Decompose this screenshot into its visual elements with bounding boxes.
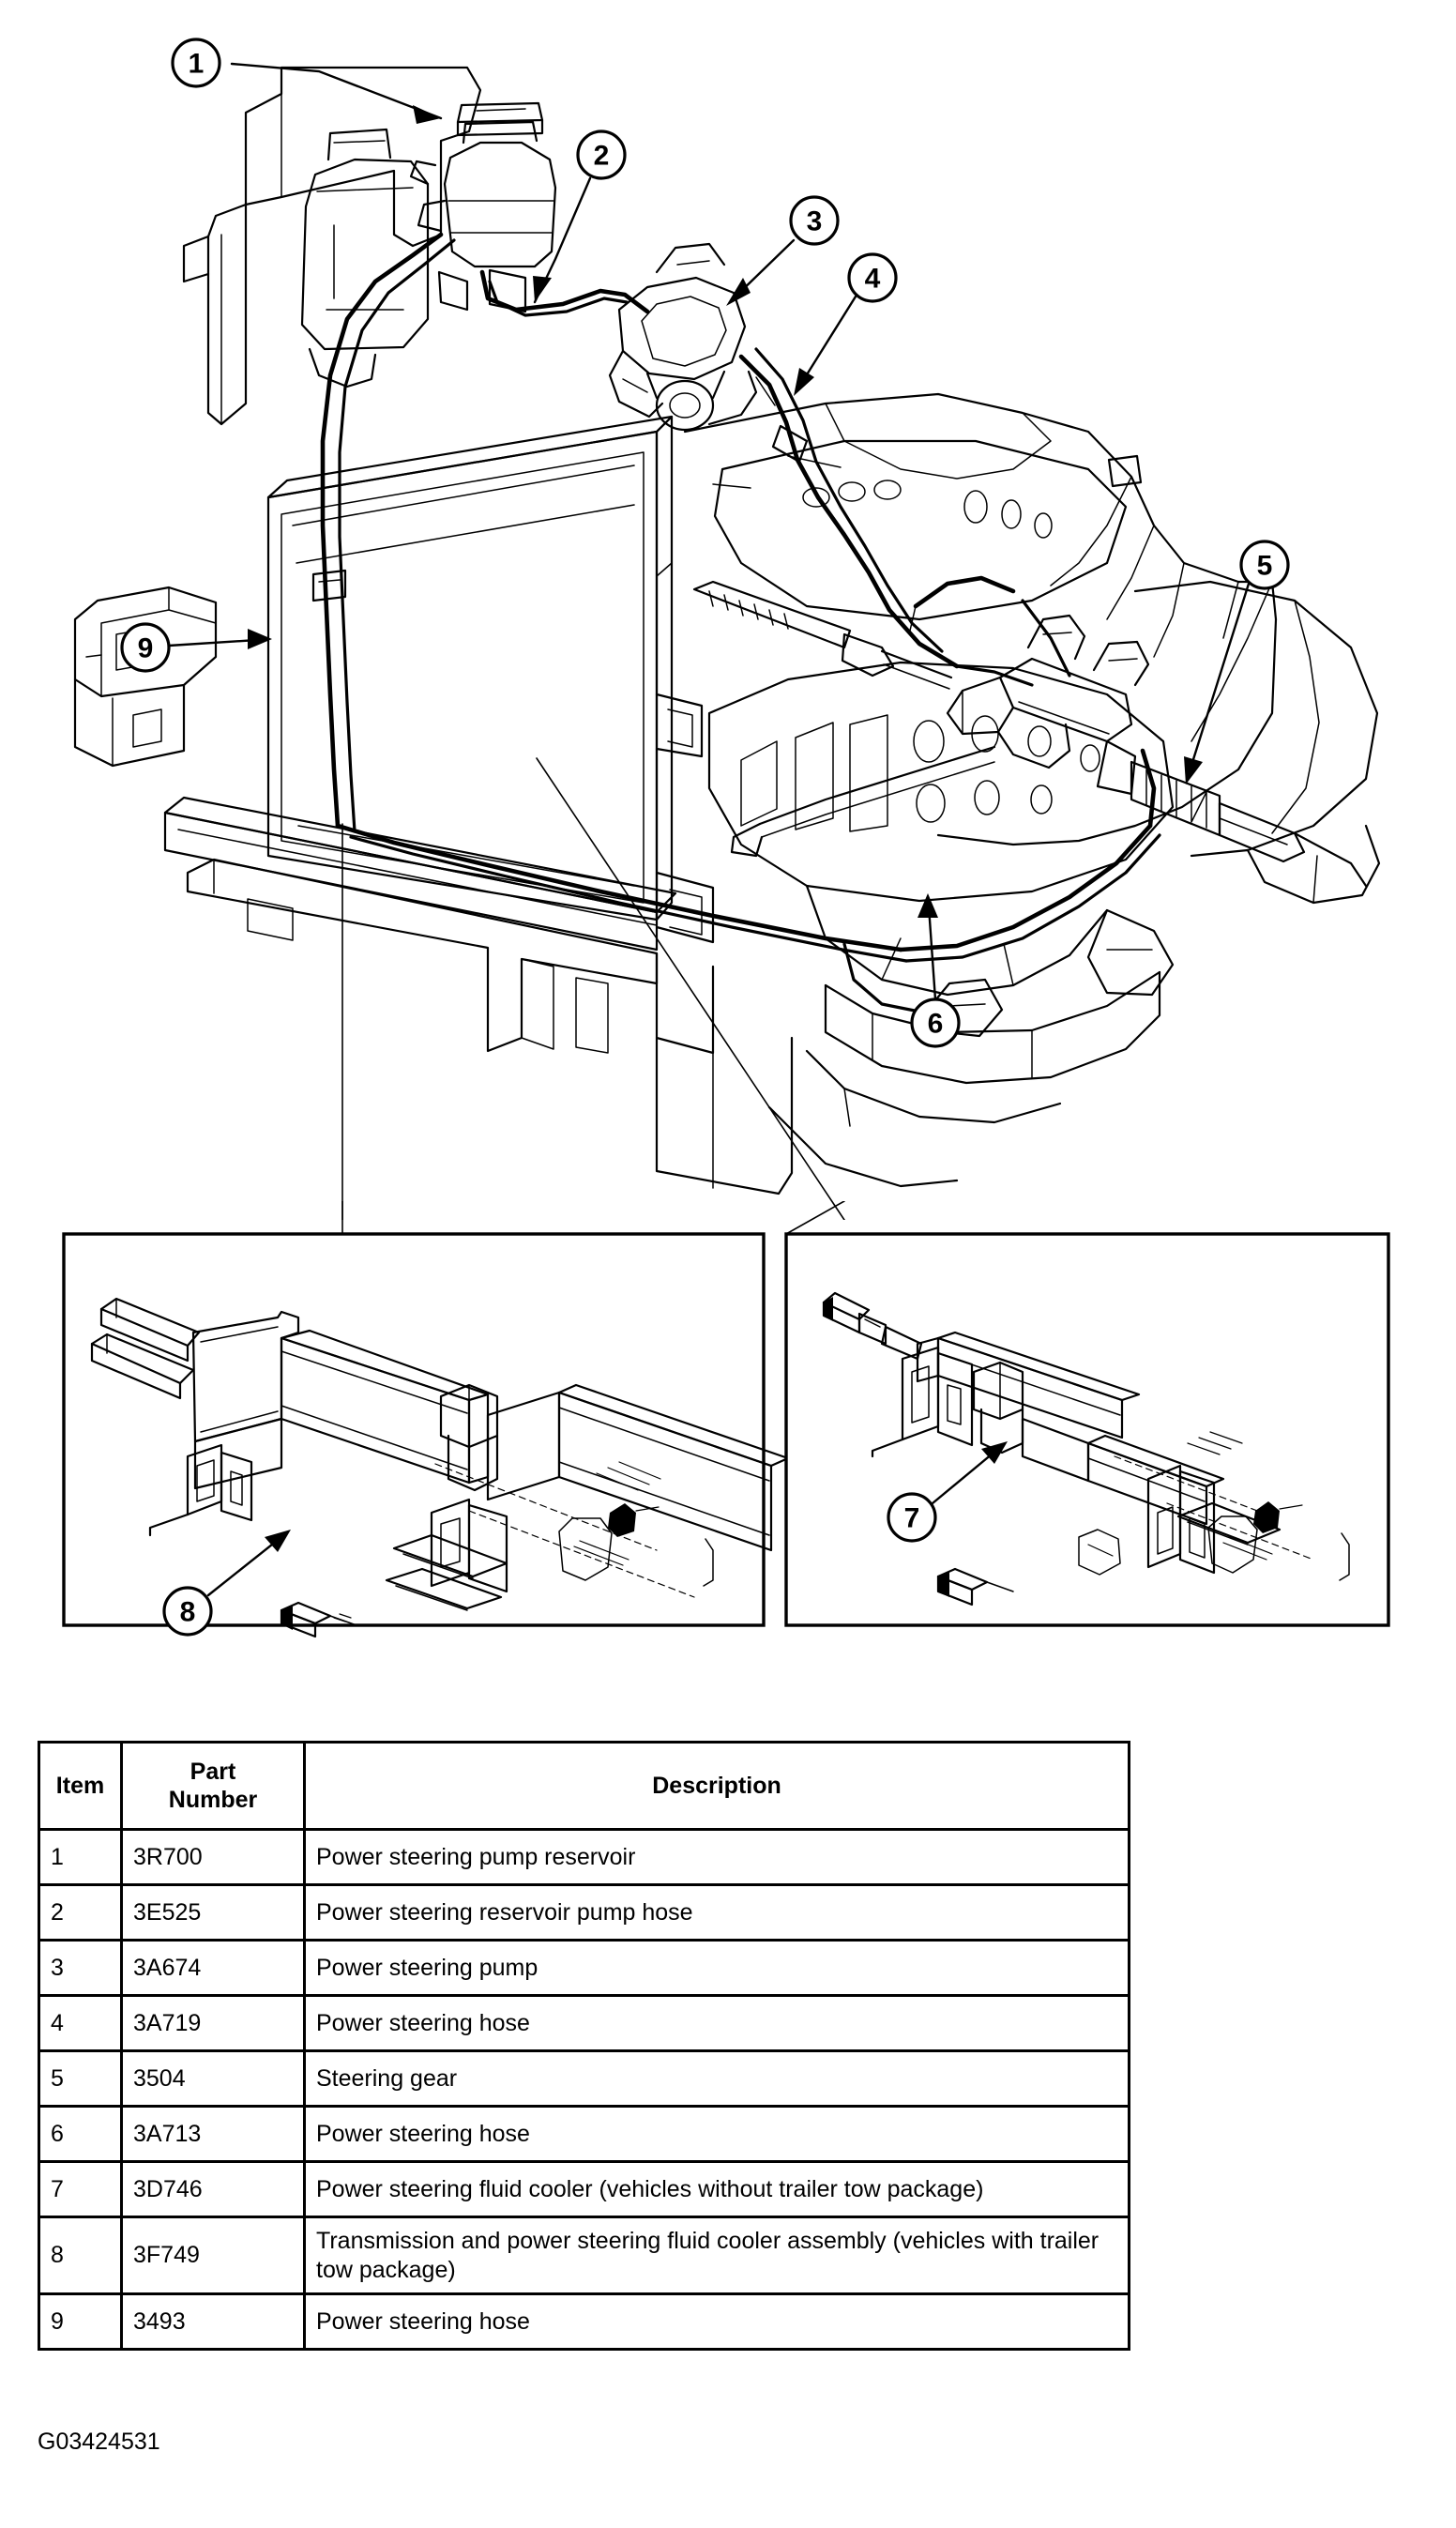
callout-6: 6	[910, 893, 961, 1048]
table-row: 5 3504 Steering gear	[38, 2049, 1130, 2108]
header-item: Item	[38, 1741, 123, 1831]
inset-panels: 8	[0, 1201, 1456, 1642]
front-subframe	[683, 392, 1381, 1188]
row-part-number: 3D746	[120, 2160, 306, 2218]
row-part-number: 3A719	[120, 1994, 306, 2052]
steering-gear-assembly	[730, 614, 1368, 888]
main-illustration: 1 2 3 4 5	[0, 0, 1456, 1220]
callout-4: 4	[794, 252, 898, 396]
row-description: Transmission and power steering fluid co…	[303, 2216, 1130, 2295]
table-row: 7 3D746 Power steering fluid cooler (veh…	[38, 2160, 1130, 2218]
row-part-number: 3F749	[120, 2216, 306, 2295]
fluid-cooler-drawing	[822, 1291, 1350, 1607]
power-steering-pump	[608, 242, 758, 432]
row-part-number: 3493	[120, 2292, 306, 2351]
parts-table-container: Item Part Number Description 1 3R700 Pow…	[38, 1741, 1130, 2351]
table-row: 8 3F749 Transmission and power steering …	[38, 2216, 1130, 2295]
table-row: 9 3493 Power steering hose	[38, 2292, 1130, 2351]
row-part-number: 3A674	[120, 1939, 306, 1997]
row-item: 1	[38, 1828, 123, 1886]
table-row: 1 3R700 Power steering pump reservoir	[38, 1828, 1130, 1886]
table-row: 4 3A719 Power steering hose	[38, 1994, 1130, 2052]
row-description: Power steering hose	[303, 2292, 1130, 2351]
callout-3: 3	[726, 195, 840, 306]
row-description: Steering gear	[303, 2049, 1130, 2108]
callout-label-8: 8	[180, 1597, 196, 1628]
fluid-cooler-assembly-drawing	[90, 1297, 790, 1638]
callout-5: 5	[1184, 540, 1290, 784]
header-part-line2: Number	[168, 1787, 258, 1813]
row-description: Power steering reservoir pump hose	[303, 1883, 1130, 1942]
callout-label-1: 1	[189, 49, 205, 80]
row-part-number: 3A713	[120, 2105, 306, 2163]
row-description: Power steering pump reservoir	[303, 1828, 1130, 1886]
row-item: 8	[38, 2216, 123, 2295]
row-item: 4	[38, 1994, 123, 2052]
figure-code: G03424531	[38, 2429, 160, 2455]
callout-7: 7	[887, 1441, 1008, 1543]
callout-1: 1	[171, 38, 443, 124]
parts-table: Item Part Number Description 1 3R700 Pow…	[38, 1741, 1130, 2351]
table-header-row: Item Part Number Description	[38, 1741, 1130, 1831]
parts-table-body: 1 3R700 Power steering pump reservoir 2 …	[38, 1828, 1130, 2351]
table-row: 2 3E525 Power steering reservoir pump ho…	[38, 1883, 1130, 1942]
callout-label-6: 6	[928, 1009, 944, 1040]
row-item: 3	[38, 1939, 123, 1997]
callout-label-4: 4	[865, 264, 881, 295]
row-item: 6	[38, 2105, 123, 2163]
table-row: 3 3A674 Power steering pump	[38, 1939, 1130, 1997]
reservoir-group	[300, 101, 557, 388]
callout-label-5: 5	[1257, 551, 1273, 582]
callout-label-9: 9	[138, 633, 154, 664]
front-end-structure	[73, 66, 794, 1195]
callout-label-2: 2	[594, 141, 610, 172]
row-description: Power steering pump	[303, 1939, 1130, 1997]
inset-leader-right	[536, 757, 845, 1220]
header-description: Description	[303, 1741, 1130, 1831]
row-part-number: 3E525	[120, 1883, 306, 1942]
steering-shaft	[692, 580, 953, 690]
callout-2: 2	[533, 129, 627, 304]
callout-8: 8	[162, 1530, 291, 1637]
row-description: Power steering hose	[303, 2105, 1130, 2163]
row-item: 7	[38, 2160, 123, 2218]
power-steering-hoses	[311, 232, 1161, 1013]
row-item: 5	[38, 2049, 123, 2108]
callout-9: 9	[120, 622, 272, 673]
row-part-number: 3504	[120, 2049, 306, 2108]
row-item: 2	[38, 1883, 123, 1942]
header-part-line1: Part	[190, 1758, 236, 1785]
table-row: 6 3A713 Power steering hose	[38, 2105, 1130, 2163]
row-part-number: 3R700	[120, 1828, 306, 1886]
row-item: 9	[38, 2292, 123, 2351]
inset-box-7	[784, 1232, 1390, 1627]
callout-label-7: 7	[904, 1503, 920, 1534]
callout-label-3: 3	[807, 206, 823, 237]
inset-box-8	[62, 1232, 766, 1627]
row-description: Power steering fluid cooler (vehicles wi…	[303, 2160, 1130, 2218]
row-description: Power steering hose	[303, 1994, 1130, 2052]
header-part-number: Part Number	[120, 1741, 306, 1831]
